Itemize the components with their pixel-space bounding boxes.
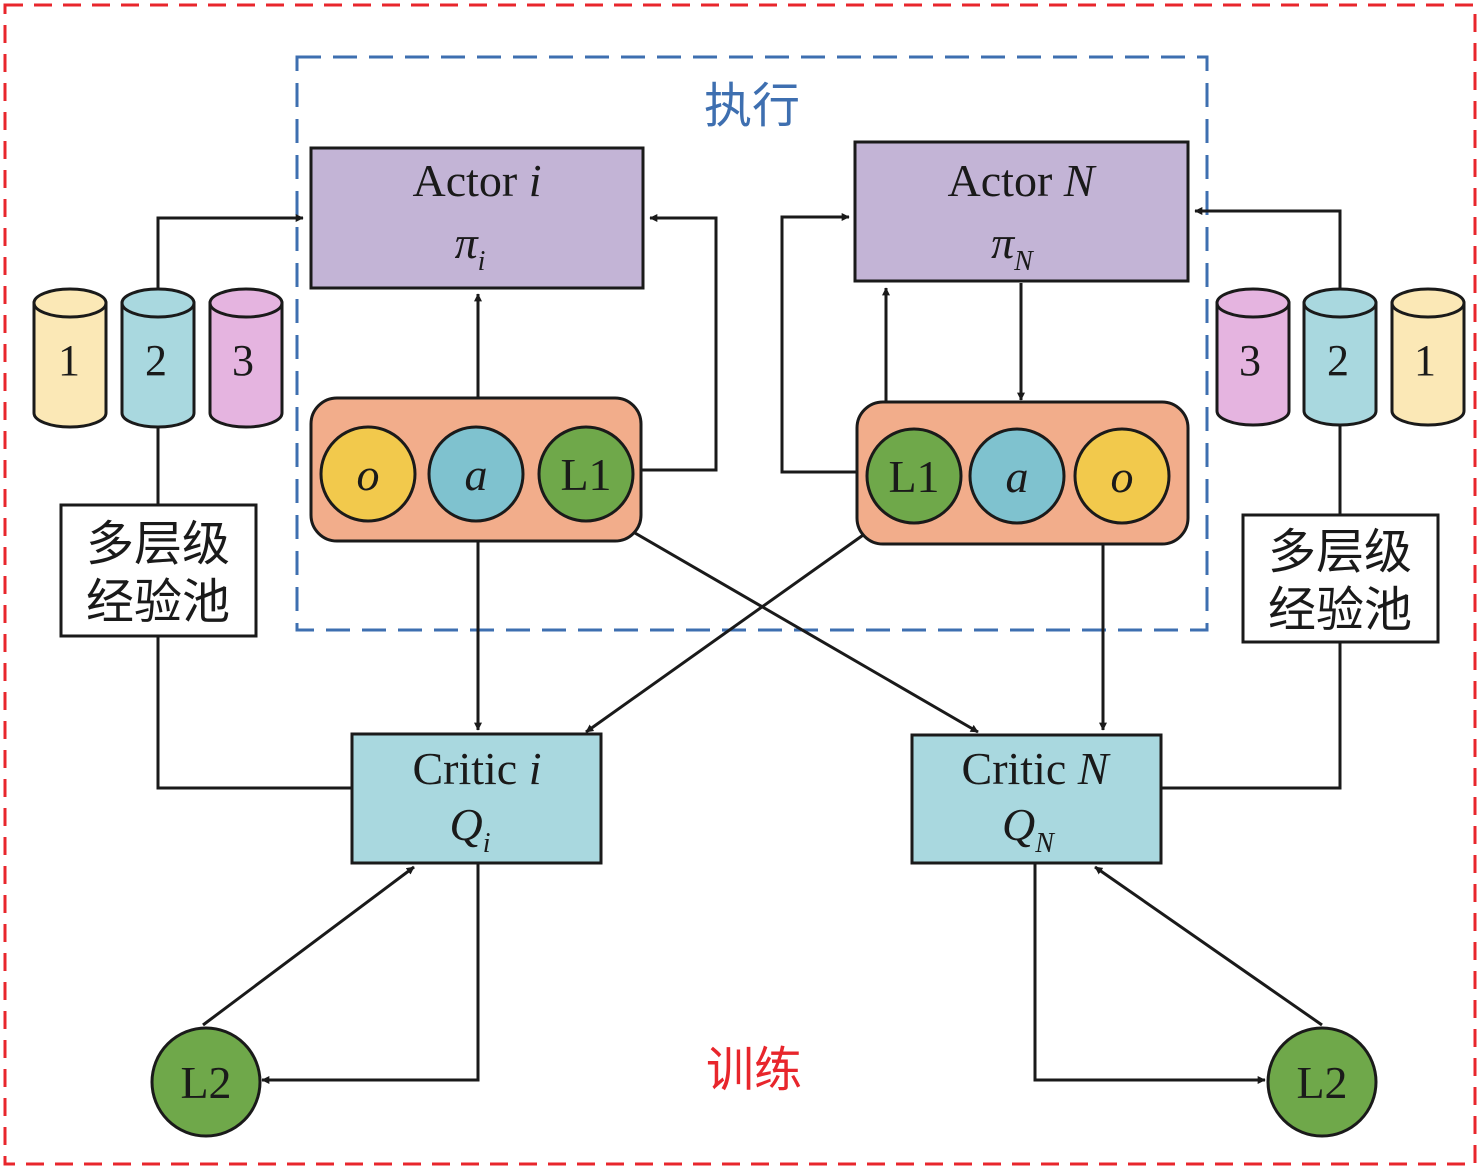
svg-text:πi: πi	[455, 217, 486, 277]
node-a-n	[968, 427, 1066, 525]
actor-n-box: Actor N πN	[853, 140, 1190, 283]
pool-right-to-actor-n-line	[1194, 207, 1342, 293]
critic-i-index: i	[529, 743, 542, 794]
actor-i-name: Actor	[412, 155, 528, 206]
cylinder-left-3: 3	[208, 287, 284, 429]
node-l1-i	[537, 425, 635, 523]
svg-text:Qi: Qi	[449, 799, 490, 859]
experience-pool-left-label: 多层级 经验池	[59, 503, 258, 638]
node-o-n	[1073, 427, 1171, 525]
node-l1-n-label: L1	[888, 451, 939, 502]
svg-text:πN: πN	[991, 217, 1034, 277]
actor-n-name: Actor	[948, 155, 1064, 206]
node-a-i-label: a	[465, 449, 488, 500]
cylinder-left-1: 1	[32, 287, 108, 429]
observation-group-n: L1 a o	[855, 400, 1190, 546]
l1-n-to-actor-n-arrow	[780, 213, 859, 474]
training-boundary	[3, 3, 1477, 1166]
actor-i-box: Actor i πi	[309, 146, 645, 290]
critic-i-q-sub: i	[483, 828, 491, 859]
execution-label: 执行	[704, 78, 800, 134]
critic-i-to-l2-left-arrow	[261, 864, 480, 1084]
node-a-n-label: a	[1006, 451, 1029, 502]
pool-left-line2: 经验池	[86, 574, 230, 630]
node-l1-n	[865, 427, 963, 525]
critic-n-index: N	[1077, 743, 1111, 794]
critic-n-box: Critic N QN	[910, 733, 1163, 865]
training-label: 训练	[706, 1042, 802, 1098]
node-o-i-label: o	[357, 449, 380, 500]
l1-i-to-actor-i-arrow	[640, 214, 718, 472]
group-n-to-critic-i-arrow	[585, 531, 867, 734]
actor-n-policy: π	[991, 217, 1016, 268]
critic-i-box: Critic i Qi	[350, 732, 603, 865]
pool-right-line1: 多层级	[1268, 524, 1412, 580]
pool-left-line1: 多层级	[86, 516, 230, 572]
experience-pool-right-cylinders: 3 2 1	[1215, 287, 1466, 427]
connectors	[156, 207, 1342, 1084]
critic-n-to-l2-right-arrow	[1033, 864, 1266, 1084]
svg-text:Critic i: Critic i	[412, 743, 541, 794]
actor-i-policy-sub: i	[478, 246, 486, 277]
node-l2-right-label: L2	[1296, 1057, 1347, 1108]
pool-right-label-to-critic-n-line	[1161, 642, 1342, 790]
observation-group-i: o a L1	[309, 396, 643, 543]
node-l2-right: L2	[1266, 1026, 1378, 1138]
node-l2-left: L2	[150, 1026, 262, 1138]
actor-n-index: N	[1063, 155, 1097, 206]
pool-left-label-to-critic-i-line	[156, 636, 352, 790]
group-i-to-critic-n-arrow	[634, 531, 979, 734]
critic-n-q: Q	[1002, 799, 1035, 850]
cylinder-left-3-label: 3	[232, 336, 254, 385]
cylinder-right-2-label: 2	[1327, 336, 1349, 385]
svg-text:Critic N: Critic N	[962, 743, 1111, 794]
node-l1-i-label: L1	[560, 449, 611, 500]
actor-i-policy: π	[455, 217, 480, 268]
node-a-i	[427, 425, 525, 523]
pool-left-to-actor-i-line	[156, 214, 304, 295]
l2-left-to-critic-i-arrow	[202, 865, 415, 1027]
critic-i-q: Q	[449, 799, 482, 850]
cylinder-right-3: 3	[1215, 287, 1291, 427]
execution-boundary	[295, 55, 1209, 632]
node-o-n-label: o	[1111, 451, 1134, 502]
l2-right-to-critic-n-arrow	[1094, 865, 1323, 1027]
cylinder-left-1-label: 1	[58, 336, 80, 385]
svg-text:Actor i: Actor i	[412, 155, 541, 206]
actor-n-policy-sub: N	[1013, 246, 1034, 277]
cylinder-left-2: 2	[120, 287, 196, 429]
svg-text:QN: QN	[1002, 799, 1055, 859]
actor-i-index: i	[529, 155, 542, 206]
node-l2-left-label: L2	[180, 1057, 231, 1108]
cylinder-right-1-label: 1	[1414, 336, 1436, 385]
cylinder-right-1: 1	[1390, 287, 1466, 427]
critic-n-q-sub: N	[1034, 828, 1055, 859]
experience-pool-left-cylinders: 1 2 3	[32, 287, 284, 429]
cylinder-right-2: 2	[1302, 287, 1378, 427]
cylinder-left-2-label: 2	[145, 336, 167, 385]
critic-n-name: Critic	[962, 743, 1078, 794]
cylinder-right-3-label: 3	[1239, 336, 1261, 385]
critic-i-name: Critic	[412, 743, 528, 794]
node-o-i	[319, 425, 417, 523]
experience-pool-right-label: 多层级 经验池	[1241, 513, 1440, 644]
pool-right-line2: 经验池	[1268, 582, 1412, 638]
svg-text:Actor N: Actor N	[948, 155, 1097, 206]
